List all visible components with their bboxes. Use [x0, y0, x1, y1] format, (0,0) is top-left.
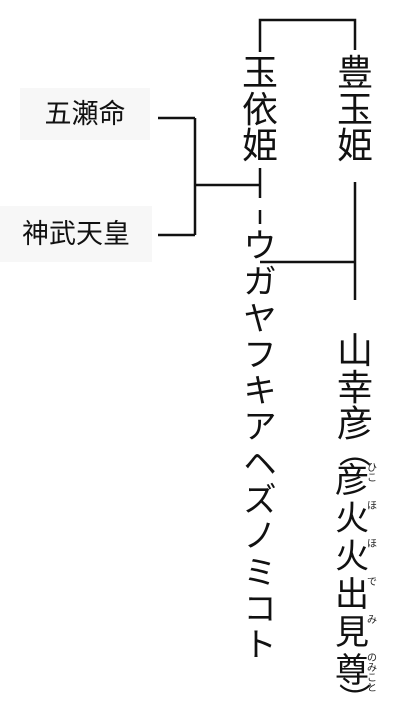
ruby-char: 火 ほ [335, 499, 377, 539]
ruby-base: 火 [335, 537, 369, 577]
ugaya-char: ヤ [243, 298, 277, 338]
ruby-char: 彦 ひ こ [335, 461, 377, 501]
node-jimmu: 神武天皇 [0, 206, 152, 262]
furigana: み [367, 615, 377, 626]
ugaya-char: ガ [243, 262, 277, 302]
ruby-text: ほ [367, 540, 377, 550]
furigana: の [367, 653, 377, 664]
marriage-line-tamayori-toyotama [258, 18, 357, 52]
ruby-text: で [367, 578, 377, 588]
ruby-char: 見 み [335, 613, 377, 653]
toyotama-char: 豊 [336, 53, 373, 94]
node-itsuse: 五瀬命 [20, 88, 150, 140]
ugaya-char: ウ [243, 226, 277, 265]
ruby-char: 火 ほ [335, 537, 377, 577]
ugaya-char: ヘ [243, 443, 277, 483]
furigana: ほ [367, 539, 377, 550]
ugaya-char: ト [243, 625, 277, 665]
ugaya-char: キ [243, 371, 277, 411]
ruby-char: 尊 の み こ と [335, 651, 377, 694]
jimmu-label: 神武天皇 [22, 218, 130, 250]
itsuse-label: 五瀬命 [44, 98, 126, 130]
tamayori-char: 玉 [241, 53, 278, 94]
toyotama-char: 姫 [336, 126, 373, 168]
furigana: こ [367, 473, 377, 484]
node-tamayori: 玉 依 姫 [240, 53, 280, 168]
ruby-text: の み こ と [367, 654, 377, 694]
ruby-text: み [367, 616, 377, 626]
toyotama-char: 玉 [336, 89, 373, 131]
node-yamasachi: 山 幸 彦 [335, 331, 375, 446]
ruby-text: ほ [367, 502, 377, 512]
ugaya-char: ノ [243, 516, 277, 556]
ugaya-char: ミ [243, 552, 277, 592]
furigana: ひ [367, 463, 377, 474]
node-ugaya: ウ ガ ヤ フ キ ア ヘ ズ ノ ミ コ ト [240, 226, 280, 665]
furigana: と [367, 683, 377, 694]
tamayori-char: 姫 [241, 126, 278, 168]
genealogy-lines [158, 18, 357, 300]
ruby-base: 火 [335, 499, 369, 539]
ugaya-char: フ [243, 334, 277, 374]
tamayori-char: 依 [241, 89, 278, 131]
ruby-base: 見 [335, 613, 369, 653]
ugaya-char: コ [243, 588, 277, 628]
furigana: で [367, 577, 377, 588]
node-hikohohodemi: ︵ 彦 ひ こ 火 ほ 火 ほ 出 で 見 み 尊 の み こ [335, 433, 377, 716]
yamasachi-char: 彦 [336, 404, 373, 446]
furigana: こ [367, 673, 377, 684]
ruby-base: 尊 [335, 651, 369, 691]
open-paren: ︵ [339, 433, 372, 471]
ugaya-char: ズ [243, 480, 277, 520]
ugaya-char: ア [243, 407, 277, 447]
yamasachi-char: 幸 [336, 367, 373, 409]
furigana: ほ [367, 501, 377, 512]
furigana: み [367, 663, 377, 674]
node-toyotama: 豊 玉 姫 [335, 53, 375, 168]
ruby-base: 彦 [335, 461, 369, 501]
ruby-text: ひ こ [367, 464, 377, 484]
ruby-base: 出 [335, 575, 369, 615]
ruby-char: 出 で [335, 575, 377, 615]
yamasachi-char: 山 [336, 331, 373, 372]
